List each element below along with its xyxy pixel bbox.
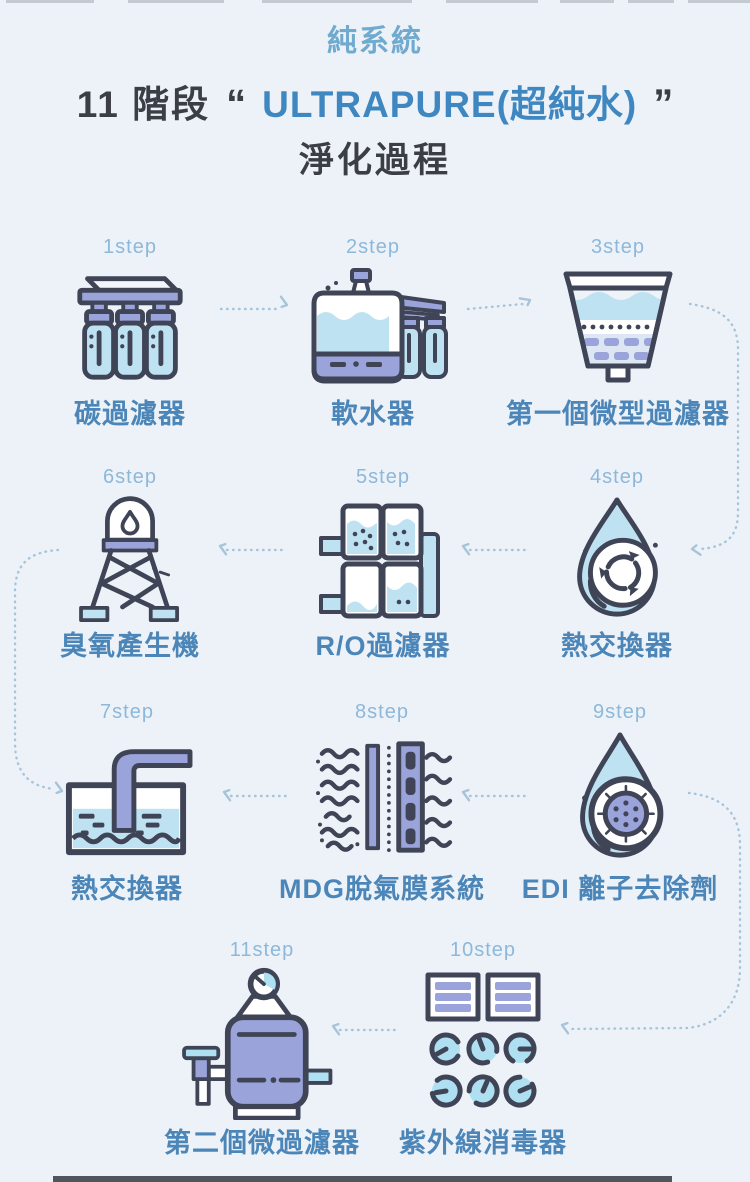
edi-drop-icon	[495, 727, 745, 867]
step-number-label: 5step	[356, 466, 410, 488]
step-name: 熱交換器	[71, 874, 183, 904]
step-number-label: 6step	[103, 466, 157, 488]
brand-title: 純系統	[327, 25, 423, 58]
ozone-generator-icon	[10, 492, 250, 624]
step-number-label: 8step	[355, 701, 409, 723]
degas-membrane-icon	[248, 727, 516, 867]
step-name: 碳過濾器	[74, 399, 186, 429]
carbon-filter-icon	[10, 262, 250, 392]
ro-filter-icon	[263, 492, 503, 624]
step-name: 軟水器	[331, 399, 415, 429]
step-name: 臭氧產生機	[60, 631, 200, 661]
step-number-label: 2step	[346, 236, 400, 258]
step-cell-11: 11step 第二個微過濾器	[130, 939, 394, 1160]
step-name: 第二個微過濾器	[164, 1128, 360, 1158]
step-cell-9: 9step EDI 離子去除劑	[495, 701, 745, 906]
step-cell-1: 1step	[10, 236, 250, 431]
top-edge-remnant	[446, 0, 538, 3]
pour-tank-icon	[7, 727, 247, 867]
recycle-drop-icon	[497, 492, 737, 624]
step-name: MDG脫氣膜系統	[279, 874, 485, 904]
step-cell-5: 5step	[263, 466, 503, 663]
step-name: R/O過濾器	[315, 631, 451, 661]
top-edge-remnant	[262, 0, 412, 3]
step-name: 熱交換器	[561, 631, 673, 661]
headline-text: ULTRAPURE(超純水)	[262, 84, 638, 125]
pressure-vessel-icon	[130, 965, 394, 1121]
headline-row: 11 階段 “ ULTRAPURE(超純水) ”	[0, 74, 750, 128]
water-softener-icon	[253, 262, 493, 392]
step-number-label: 10step	[449, 939, 517, 961]
top-edge-remnant	[628, 0, 674, 3]
step-number-label: 1step	[103, 236, 157, 258]
close-quote: ”	[653, 82, 674, 126]
step-cell-6: 6step 臭氧產生機	[10, 466, 250, 663]
step-name: EDI 離子去除劑	[521, 874, 719, 904]
micro-filter-icon	[494, 262, 742, 392]
top-edge-remnant	[128, 0, 224, 3]
step-cell-3: 3step	[494, 236, 742, 431]
bottom-edge-remnant	[53, 1176, 672, 1182]
step-cell-8: 8step	[248, 701, 516, 906]
stage-count-label: 11 階段	[76, 84, 211, 125]
open-quote: “	[226, 82, 247, 126]
step-cell-7: 7step 熱交換器	[7, 701, 247, 906]
step-name: 紫外線消毒器	[399, 1128, 567, 1158]
step-number-label: 3step	[591, 236, 645, 258]
top-edge-remnant	[6, 0, 94, 3]
step-number-label: 4step	[590, 466, 644, 488]
step-number-label: 11step	[229, 939, 295, 961]
step-cell-2: 2step	[253, 236, 493, 431]
subtitle-text: 淨化過程	[298, 141, 451, 180]
step-cell-4: 4step 熱交換器	[497, 466, 737, 663]
uv-sterilizer-icon	[361, 965, 605, 1121]
step-number-label: 7step	[100, 701, 154, 723]
top-edge-remnant	[688, 0, 750, 3]
top-edge-remnant	[560, 0, 614, 3]
step-cell-10: 10step 紫外線消毒器	[361, 939, 605, 1160]
step-number-label: 9step	[593, 701, 647, 723]
step-name: 第一個微型過濾器	[506, 399, 730, 429]
